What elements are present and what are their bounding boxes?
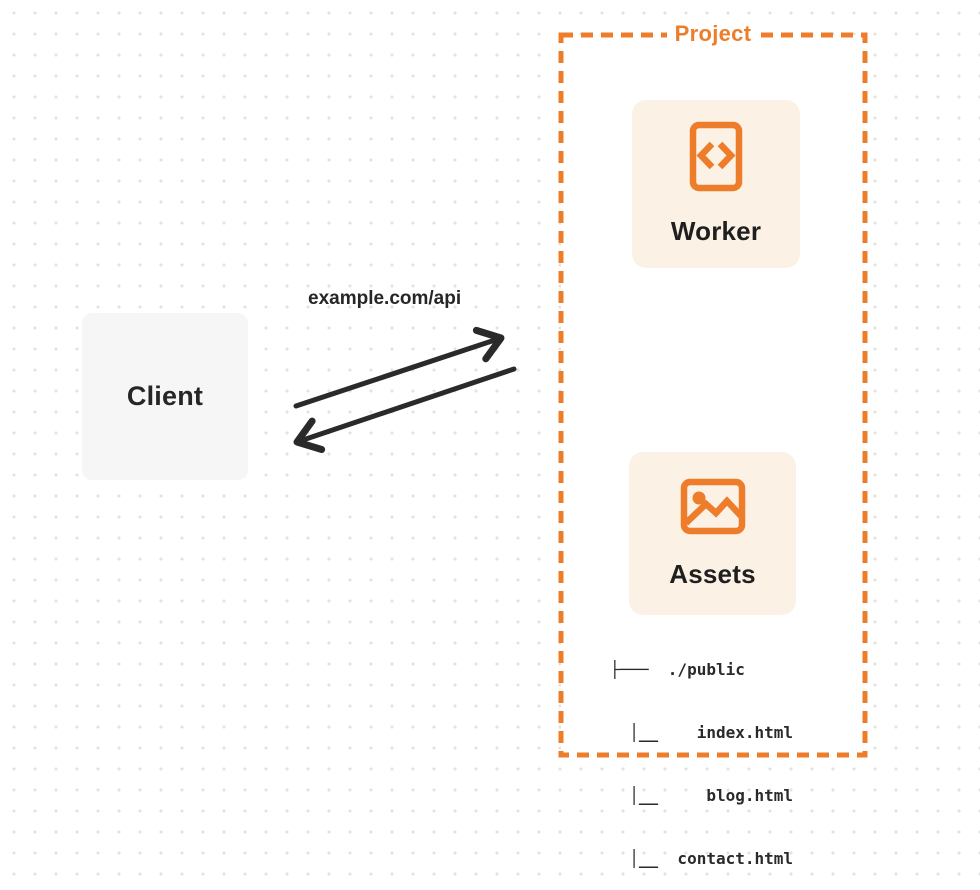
project-label-text: Project xyxy=(666,21,760,47)
diagram-canvas: { "colors": { "accent": "#ED7D2A", "card… xyxy=(0,0,980,868)
tree-line-contact: │__ contact.html xyxy=(610,849,794,868)
image-icon xyxy=(680,478,745,534)
file-tree: ├─── ./public │__ index.html │__ blog.ht… xyxy=(610,617,793,890)
worker-node: Worker xyxy=(632,100,800,268)
response-arrow xyxy=(293,366,517,454)
tree-line-index: │__ index.html xyxy=(610,723,794,742)
tree-line-blog: │__ blog.html xyxy=(610,786,794,805)
code-file-icon xyxy=(689,121,743,192)
request-arrow xyxy=(293,326,505,409)
assets-label: Assets xyxy=(669,558,756,589)
project-label: Project xyxy=(561,21,865,47)
worker-label: Worker xyxy=(670,216,762,246)
assets-node: Assets xyxy=(629,452,796,615)
client-label: Client xyxy=(126,381,204,411)
client-node: Client xyxy=(82,313,248,480)
request-url-label: example.com/api xyxy=(308,288,462,309)
tree-line-public: ├─── ./public xyxy=(610,660,745,679)
